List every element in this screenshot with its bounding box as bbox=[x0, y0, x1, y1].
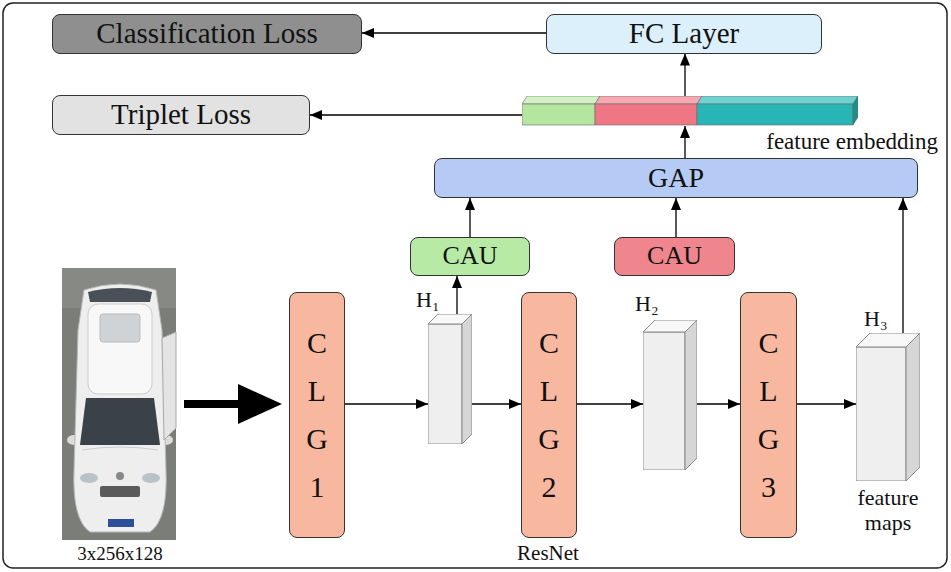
flow-arrow bbox=[345, 403, 428, 404]
attention-unit: CAU bbox=[614, 237, 735, 276]
flow-arrow bbox=[362, 32, 546, 33]
flow-arrow bbox=[684, 126, 685, 158]
feature-map-name: H₁ bbox=[416, 287, 440, 312]
backbone-name: ResNet bbox=[517, 542, 579, 565]
feature-map: H₁ bbox=[428, 314, 472, 444]
flow-arrow bbox=[456, 276, 457, 314]
resnet-stage: CLG1 bbox=[289, 292, 345, 538]
flow-arrow bbox=[797, 403, 856, 404]
car-photo bbox=[62, 268, 176, 540]
feature-map-slab bbox=[428, 314, 472, 444]
feature-map: H₃feature maps bbox=[856, 333, 920, 481]
box-label: FC Layer bbox=[629, 18, 739, 50]
fc-layer-box: FC Layer bbox=[546, 14, 822, 54]
box-label: Classification Loss bbox=[96, 18, 318, 50]
loss-box: Classification Loss bbox=[52, 14, 362, 54]
attention-unit: CAU bbox=[410, 237, 530, 276]
stage-label: CLG3 bbox=[754, 319, 784, 511]
flow-arrow bbox=[577, 403, 643, 404]
flow-arrow bbox=[684, 54, 685, 97]
box-label: Triplet Loss bbox=[111, 99, 251, 131]
feature-map-slab bbox=[643, 320, 697, 470]
resnet-stage: CLG3 bbox=[740, 292, 797, 538]
feature-embedding-bar: feature embedding bbox=[522, 96, 858, 126]
embedding-segments bbox=[522, 96, 858, 126]
feature-map-name: H₂ bbox=[635, 291, 659, 316]
gap-box: GAP bbox=[434, 158, 918, 198]
feature-map-name: H₃ bbox=[864, 306, 888, 331]
embedding-caption: feature embedding bbox=[766, 129, 938, 154]
feature-map-caption: feature maps bbox=[834, 485, 942, 536]
box-label: GAP bbox=[648, 163, 704, 194]
input-arrow bbox=[184, 384, 282, 424]
stage-label: CLG1 bbox=[302, 319, 332, 511]
input-size: 3x256x128 bbox=[77, 544, 163, 565]
flow-arrow bbox=[902, 198, 903, 333]
loss-box: Triplet Loss bbox=[52, 95, 310, 135]
feature-map-slab bbox=[856, 333, 920, 481]
box-label: CAU bbox=[443, 242, 498, 271]
figure-border bbox=[3, 3, 947, 568]
flow-arrow bbox=[469, 198, 470, 237]
flow-arrow bbox=[310, 114, 522, 115]
flow-arrow bbox=[697, 403, 740, 404]
flow-arrow bbox=[675, 198, 676, 237]
feature-map: H₂ bbox=[643, 320, 697, 470]
resnet-stage: CLG2 bbox=[521, 292, 577, 538]
stage-label: CLG2 bbox=[534, 319, 564, 511]
box-label: CAU bbox=[647, 242, 702, 271]
flow-arrow bbox=[472, 403, 521, 404]
